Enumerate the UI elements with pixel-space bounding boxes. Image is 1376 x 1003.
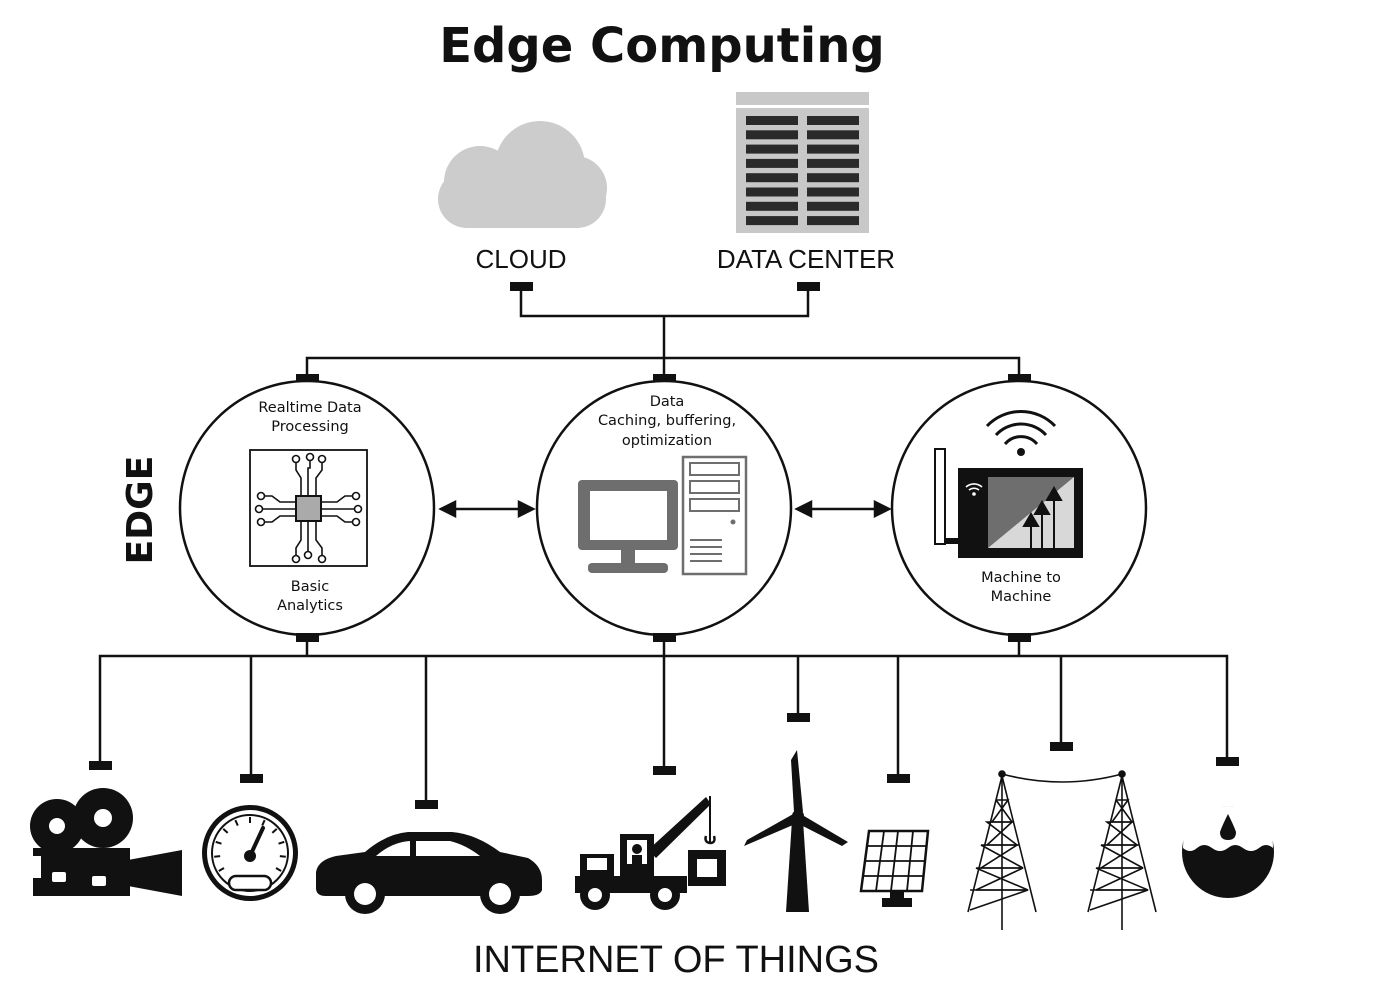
rack-slot (746, 201, 798, 211)
gauge-tick (234, 819, 239, 827)
data-center-node: DATA CENTER (717, 92, 895, 274)
rack-slot (746, 116, 798, 125)
wifi-icon (985, 409, 1057, 456)
gauge-icon (202, 805, 298, 901)
processing-top-line-2: Processing (271, 419, 348, 435)
caching-top-line-1: Data (650, 394, 685, 410)
rack-slot (746, 130, 798, 140)
rack-slot (746, 173, 798, 183)
gauge-tick (214, 855, 221, 858)
gauge-tick (261, 819, 266, 827)
video-camera-icon (30, 788, 182, 896)
m2m-bottom-line-2: Machine (991, 589, 1052, 605)
connector-plugs-top (296, 282, 1031, 383)
edge-node-caching: Data Caching, buffering, optimization (535, 379, 793, 637)
edge-label: EDGE (120, 456, 161, 565)
rack-slot (807, 130, 859, 140)
rack-slot (807, 116, 859, 125)
rack-slot (807, 201, 859, 211)
rack-slot (746, 187, 798, 197)
wifi-tablet-icon (934, 448, 1083, 558)
rack-slot (807, 158, 859, 168)
connector-plugs-bottom (89, 633, 1239, 809)
gauge-tick (215, 840, 222, 845)
edge-node-processing: Realtime Data Processing Ba (178, 379, 436, 637)
car-icon (316, 832, 542, 914)
caching-top-line-2: Caching, buffering, (598, 413, 736, 429)
wind-turbine-icon (744, 750, 848, 912)
double-arrow-right (794, 499, 892, 519)
solar-panel-icon (859, 829, 930, 907)
caching-top-line-3: optimization (622, 433, 712, 449)
rack-slot (746, 144, 798, 154)
rack-slot (746, 216, 798, 226)
processing-bottom-line-2: Analytics (277, 598, 343, 614)
gauge-tick (278, 840, 285, 845)
edge-node-m2m: Machine to Machine (890, 379, 1148, 637)
cloud-icon (438, 121, 607, 228)
water-tank-icon (1182, 806, 1274, 898)
bottom-connectors (98, 640, 1229, 802)
diagram-title: Edge Computing (439, 18, 884, 74)
m2m-bottom-line-1: Machine to (981, 570, 1061, 586)
desktop-computer-icon (578, 455, 748, 576)
gauge-tick (218, 867, 225, 872)
cloud-node: CLOUD (438, 121, 607, 274)
iot-label: INTERNET OF THINGS (473, 939, 879, 981)
server-rack-icon (736, 92, 869, 233)
rack-slot (807, 216, 859, 226)
crane-truck-icon (575, 796, 726, 910)
processing-top-line-1: Realtime Data (258, 400, 361, 416)
gauge-tick (271, 828, 278, 834)
gauge-tick (275, 867, 282, 872)
data-center-label: DATA CENTER (717, 244, 895, 274)
processing-bottom-line-1: Basic (291, 579, 329, 595)
cloud-label: CLOUD (475, 244, 566, 274)
gauge-tick (222, 828, 229, 834)
power-towers-icon (967, 770, 1157, 930)
processor-chip-icon (249, 449, 368, 567)
top-connectors (305, 286, 1021, 378)
rack-slot (807, 173, 859, 183)
rack-slot (807, 187, 859, 197)
rack-slot (807, 144, 859, 154)
gauge-tick (279, 855, 286, 858)
rack-slot (746, 158, 798, 168)
double-arrow-left (438, 499, 536, 519)
